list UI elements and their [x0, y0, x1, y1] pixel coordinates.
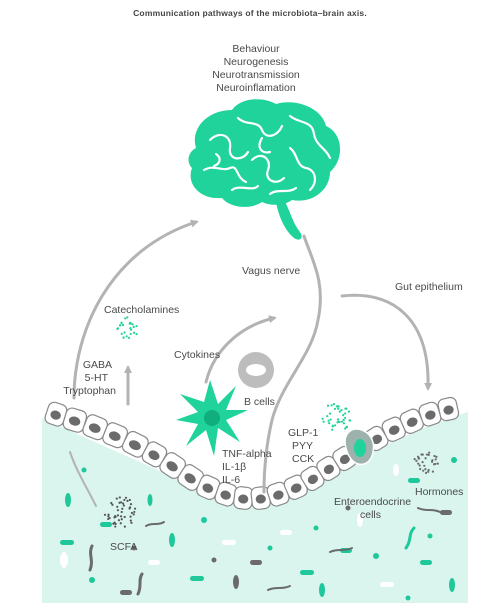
scfa-label: SCFA	[110, 541, 137, 553]
microbiota-particles	[60, 457, 457, 601]
arrow-cytokines-up	[204, 315, 277, 384]
epithelial-cell	[159, 452, 187, 479]
hormones-molecules-icon	[413, 451, 439, 474]
scfa-molecules-icon	[103, 496, 137, 528]
glp-1-label: GLP-1	[288, 427, 319, 439]
brain-effect-neurotransmission: Neurotransmission	[212, 69, 300, 81]
brain-icon	[188, 99, 341, 240]
epithelial-cell	[300, 465, 325, 492]
epithelial-cell	[102, 422, 129, 449]
5ht-label: 5-HT	[85, 372, 109, 384]
arrow-gut-epithelium	[340, 293, 433, 391]
b-cell-icon	[238, 352, 274, 388]
tnf-alpha-label: TNF-alpha	[222, 448, 272, 460]
diagram-title: Communication pathways of the microbiota…	[133, 8, 367, 18]
brain-effect-neurogenesis: Neurogenesis	[224, 56, 289, 68]
b-cells-label: B cells	[244, 396, 275, 408]
enteroendocrine-cells-label-line1: Enteroendocrine	[334, 496, 411, 508]
epithelial-cell	[233, 486, 254, 510]
arrow-neurotransmitters-to-brain	[72, 219, 199, 400]
brain-effect-behaviour: Behaviour	[232, 43, 280, 55]
hormones-label: Hormones	[415, 486, 463, 498]
tryptophan-line-down	[69, 451, 97, 507]
epithelial-cell	[418, 401, 442, 427]
epithelial-cell	[250, 486, 271, 510]
catecholamines-label: Catecholamines	[104, 304, 179, 316]
pyy-label: PYY	[292, 440, 313, 452]
il-1b-label: IL-1β	[222, 461, 246, 473]
gaba-label: GABA	[83, 359, 112, 371]
enteroendocrine-cell-icon	[344, 428, 375, 466]
brain-effects-list: Behaviour Neurogenesis Neurotransmission…	[212, 43, 300, 94]
gut-hormones-molecules-icon	[321, 403, 352, 431]
epithelial-cell	[62, 407, 88, 433]
tryptophan-label: Tryptophan	[63, 385, 116, 397]
brain-effect-neuroinflamation: Neuroinflamation	[216, 82, 296, 94]
cck-label: CCK	[292, 453, 314, 465]
vagus-nerve-label: Vagus nerve	[242, 265, 300, 277]
pathway-arrows	[69, 219, 433, 507]
vagus-nerve-path	[262, 234, 322, 494]
gut-epithelium-label: Gut epithelium	[395, 281, 463, 293]
il-6-label: IL-6	[222, 474, 240, 486]
catecholamines-molecules-icon	[116, 316, 138, 339]
enteroendocrine-cells-label-line2: cells	[360, 509, 381, 521]
epithelial-cell	[316, 455, 341, 482]
immune-cell-icon	[176, 380, 248, 456]
epithelial-cell	[437, 396, 460, 422]
cytokines-label: Cytokines	[174, 349, 220, 361]
